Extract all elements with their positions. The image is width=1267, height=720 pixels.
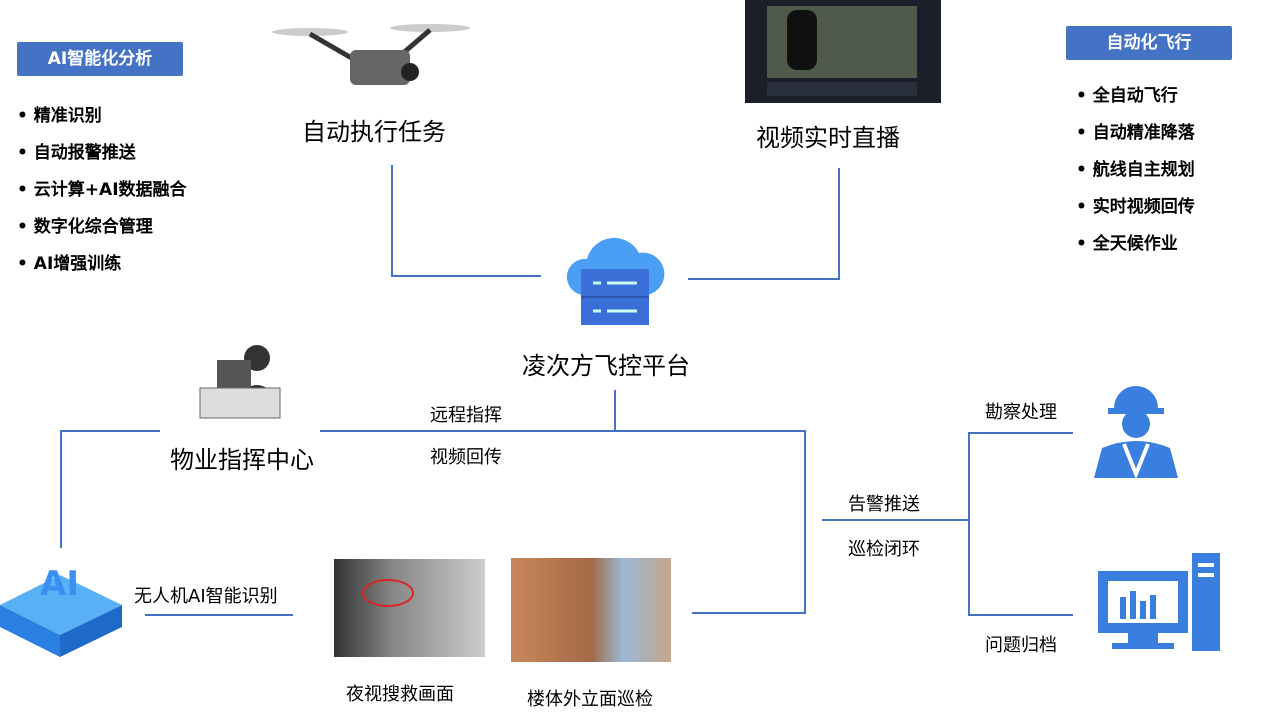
list-item: 精准识别	[17, 98, 187, 135]
computer-icon	[1098, 553, 1220, 651]
ai-analysis-badge: AI智能化分析	[17, 42, 183, 76]
edge-remote: 远程指挥	[430, 405, 502, 426]
auto-flight-list: 全自动飞行 自动精准降落 航线自主规划 实时视频回传 全天候作业	[1076, 78, 1195, 263]
list-item: 航线自主规划	[1076, 152, 1195, 189]
edge-video-back: 视频回传	[430, 447, 502, 468]
cloud-server-icon	[566, 237, 665, 325]
drone-icon	[272, 24, 470, 85]
survey-label: 勘察处理	[985, 402, 1057, 423]
platform-label: 凌次方飞控平台	[522, 352, 690, 380]
live-label: 视频实时直播	[756, 124, 900, 152]
night-vision-image	[334, 559, 485, 657]
operator-icon	[199, 345, 281, 419]
list-item: 数字化综合管理	[17, 209, 187, 246]
auto-flight-badge: 自动化飞行	[1066, 26, 1232, 60]
archive-label: 问题归档	[985, 635, 1057, 656]
list-item: 全天候作业	[1076, 226, 1195, 263]
command-center-label: 物业指挥中心	[170, 446, 314, 474]
ai-chip-icon: AI	[0, 564, 122, 657]
live-video-screenshot	[745, 0, 941, 103]
drone-label: 自动执行任务	[302, 118, 446, 146]
edge-loop: 巡检闭环	[848, 539, 920, 560]
ai-recognition-label: 无人机AI智能识别	[134, 586, 278, 607]
facade-image	[511, 558, 671, 662]
edge-alert: 告警推送	[848, 494, 920, 515]
worker-icon	[1094, 386, 1178, 480]
list-item: 全自动飞行	[1076, 78, 1195, 115]
list-item: 实时视频回传	[1076, 189, 1195, 226]
night-label: 夜视搜救画面	[346, 684, 454, 705]
ai-analysis-list: 精准识别 自动报警推送 云计算+AI数据融合 数字化综合管理 AI增强训练	[17, 98, 187, 283]
list-item: 自动精准降落	[1076, 115, 1195, 152]
list-item: 云计算+AI数据融合	[17, 172, 187, 209]
facade-label: 楼体外立面巡检	[527, 689, 653, 710]
svg-text:AI: AI	[40, 564, 79, 604]
list-item: 自动报警推送	[17, 135, 187, 172]
list-item: AI增强训练	[17, 246, 187, 283]
